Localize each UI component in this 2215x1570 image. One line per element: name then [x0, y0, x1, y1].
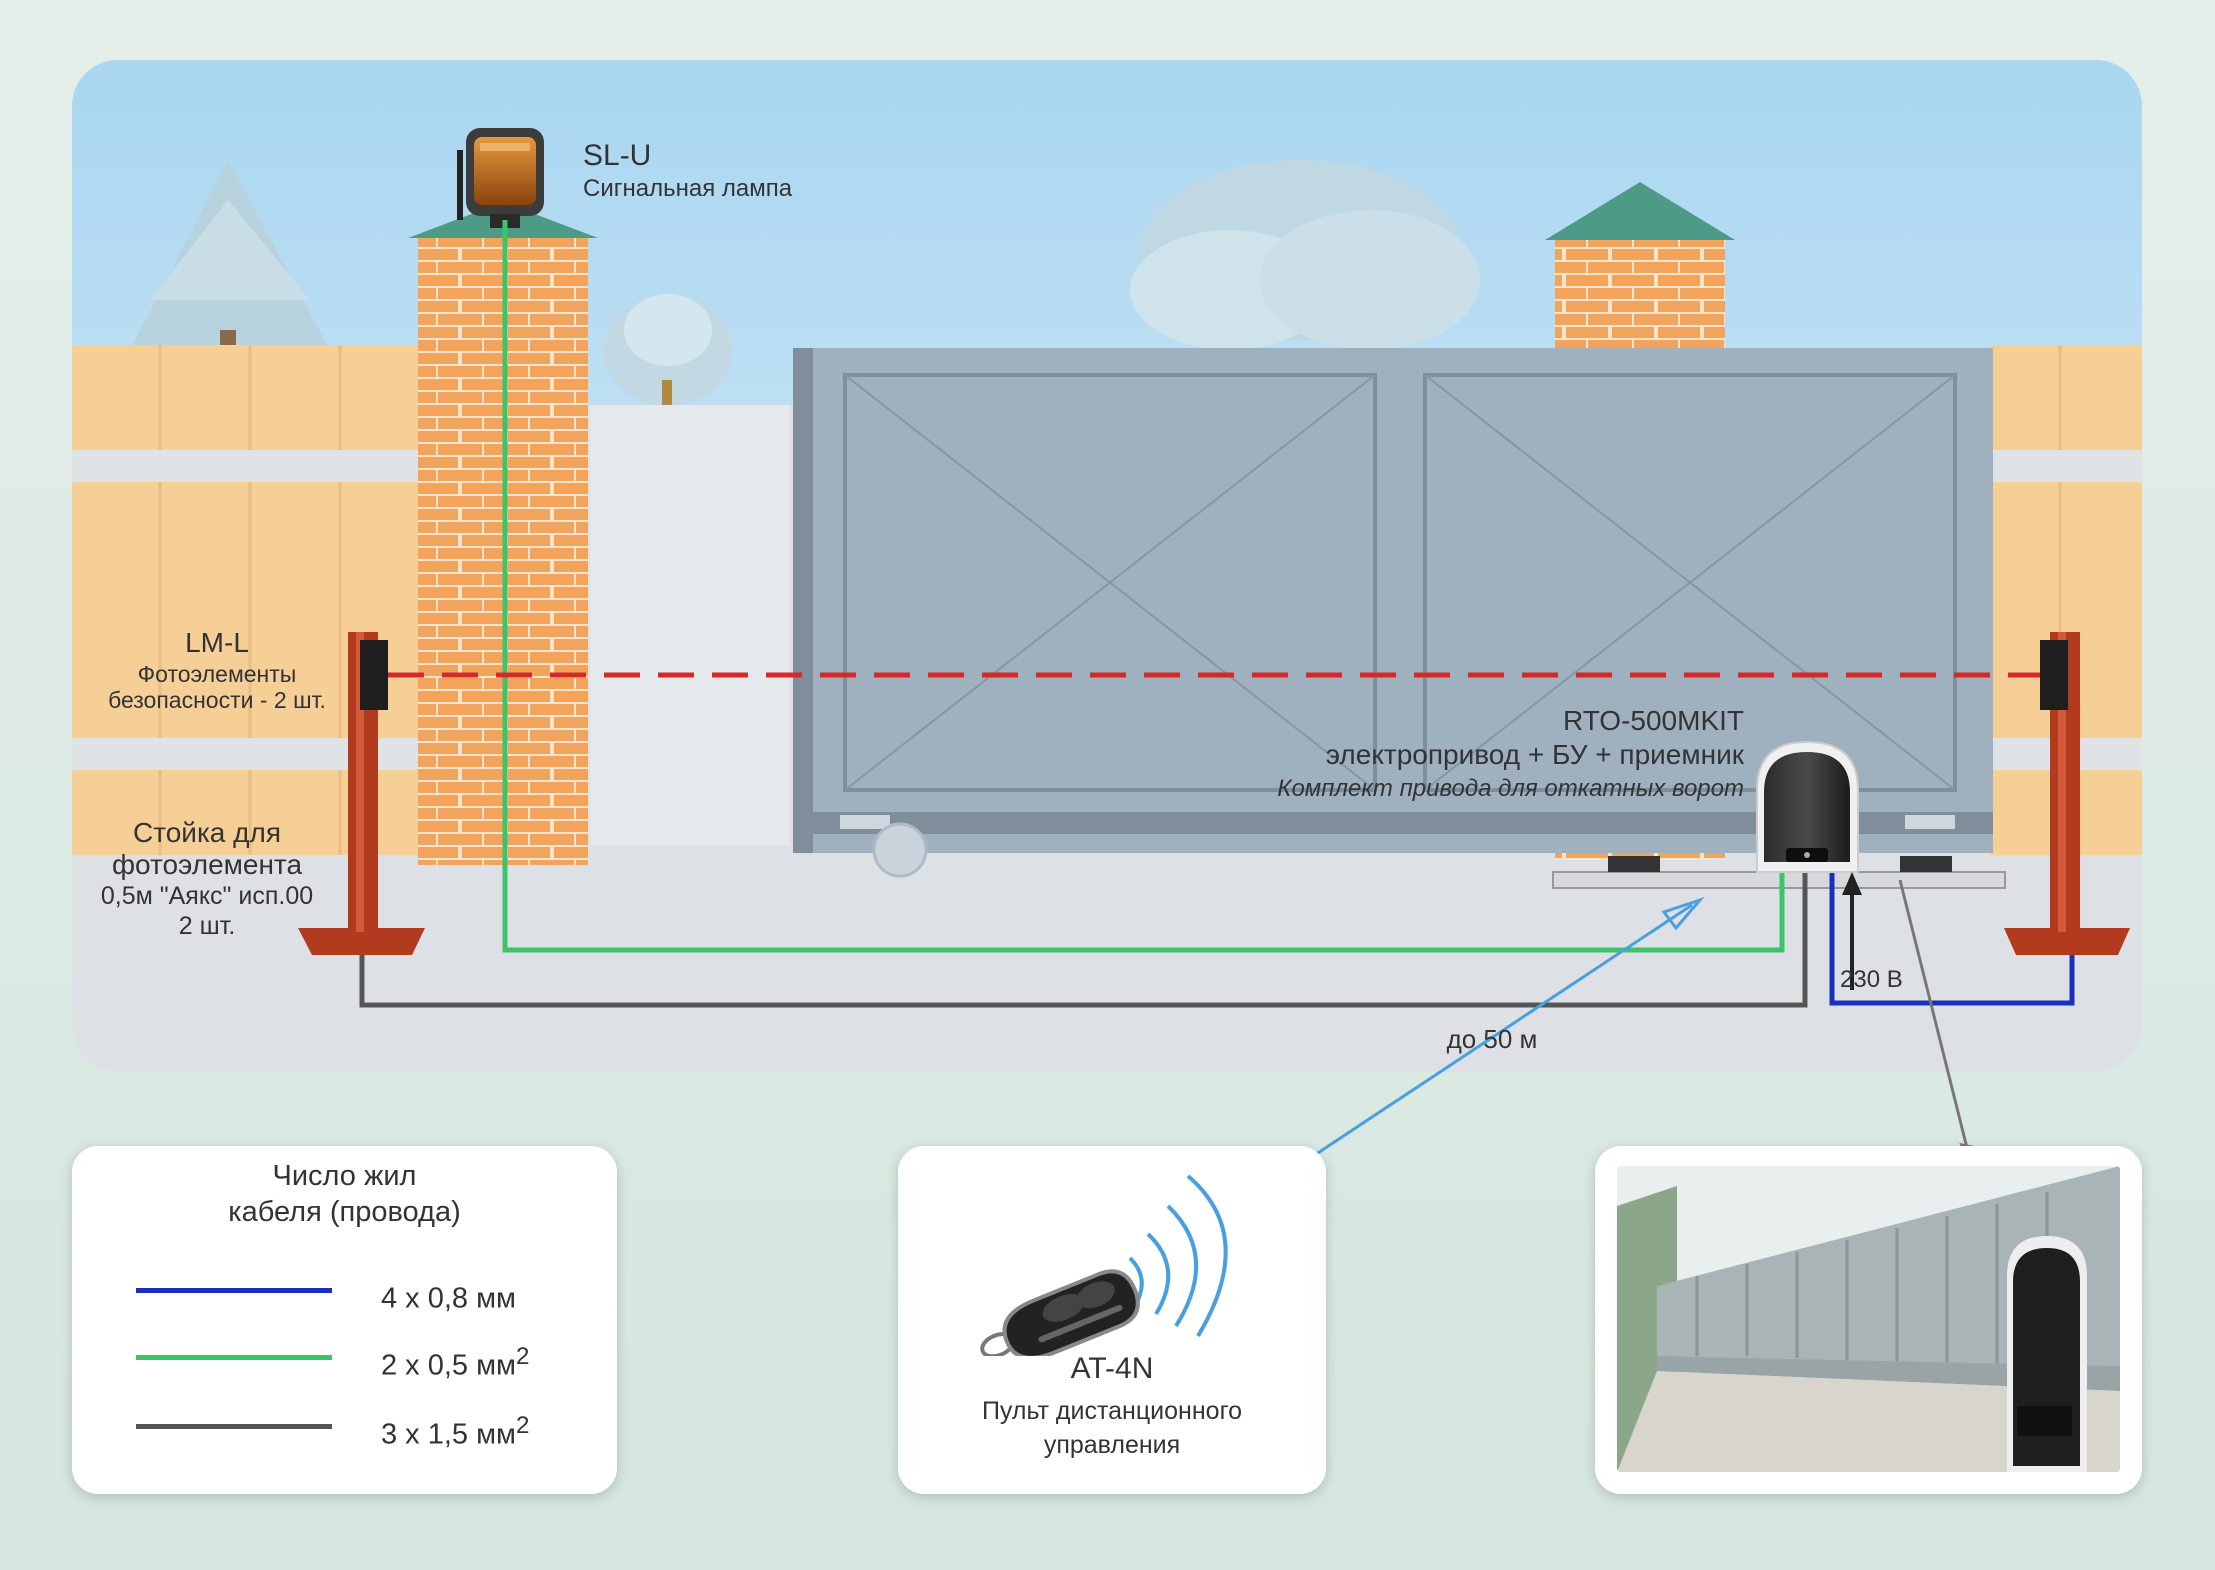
- cable-legend: Число жил кабеля (провода) 4 х 0,8 мм 2 …: [72, 1146, 617, 1494]
- cable-green-lamp: [502, 220, 1785, 953]
- photocell-model: LM-L: [185, 627, 249, 658]
- legend-item: 2 х 0,5 мм2: [136, 1337, 596, 1382]
- stand-line-1: Стойка для: [133, 817, 281, 848]
- legend-label: 3 х 1,5 мм: [381, 1418, 516, 1451]
- lamp-model: SL-U: [583, 139, 651, 172]
- remote-desc-1: Пульт дистанционного: [981, 1397, 1243, 1425]
- legend-swatch: [136, 1424, 332, 1429]
- photocell-desc-2: безопасности - 2 шт.: [108, 687, 326, 713]
- photocell-post-left: [298, 632, 425, 955]
- wireless-signal-arrow: [1261, 903, 1693, 1192]
- installed-drive-photo: [1617, 1166, 2120, 1472]
- fence-right: [1990, 345, 2142, 855]
- legend-label: 2 х 0,5 мм: [381, 1349, 516, 1382]
- photo-pointer-arrow: [1898, 879, 1974, 1169]
- remote-model: AT-4N: [1070, 1352, 1154, 1385]
- photocell-desc-1: Фотоэлементы: [138, 661, 297, 687]
- drive-subdesc: Комплект привода для откатных ворот: [1277, 775, 1744, 802]
- tree-center: [1130, 160, 1480, 350]
- installed-drive-photo-card: [1595, 1146, 2142, 1494]
- photocell-post-right: [2004, 632, 2130, 955]
- legend-item: 3 х 1,5 мм2: [136, 1406, 596, 1451]
- remote-control-icon: [980, 1174, 1228, 1356]
- stand-line-3: 0,5м "Аякс" исп.00: [101, 882, 313, 910]
- legend-item: 4 х 0,8 мм: [136, 1270, 596, 1315]
- cable-gray-photocell: [359, 872, 1808, 1008]
- legend-swatch: [136, 1288, 332, 1293]
- legend-sup: 2: [516, 1343, 530, 1370]
- lamp-desc: Сигнальная лампа: [583, 175, 793, 202]
- gear-rack-base: [1552, 856, 2006, 889]
- legend-sup: 2: [516, 1412, 530, 1439]
- remote-card: AT-4N Пульт дистанционного управления: [898, 1146, 1326, 1494]
- drive-model: RTO-500MKIT: [1563, 705, 1744, 736]
- remote-desc-2: управления: [1043, 1431, 1181, 1459]
- legend-title-1: Число жил: [272, 1160, 417, 1192]
- sliding-gate: [793, 348, 1993, 878]
- legend-title-2: кабеля (провода): [228, 1196, 461, 1228]
- signal-lamp-icon: [457, 128, 544, 228]
- drive-desc: электропривод + БУ + приемник: [1326, 739, 1745, 770]
- stand-line-2: фотоэлемента: [112, 849, 302, 880]
- cable-blue-power: [1829, 872, 2075, 1006]
- gate-drive-unit: [1756, 740, 1859, 873]
- range-label: до 50 м: [1447, 1024, 1538, 1054]
- legend-label: 4 х 0,8 мм: [381, 1282, 516, 1315]
- stand-line-4: 2 шт.: [179, 912, 236, 940]
- power-label: 230 В: [1840, 966, 1903, 993]
- legend-swatch: [136, 1355, 332, 1360]
